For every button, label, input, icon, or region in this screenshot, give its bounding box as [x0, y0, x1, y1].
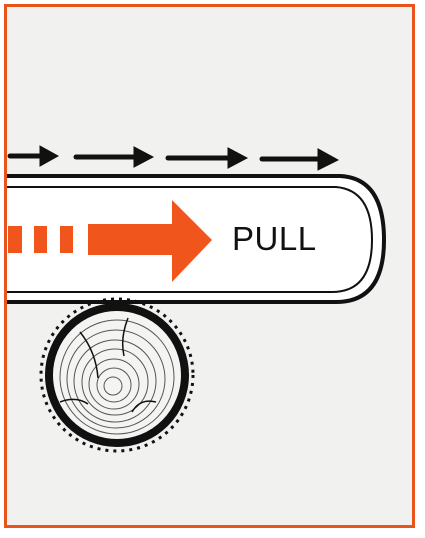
log-icon [39, 297, 195, 453]
chain-arrow-3 [165, 147, 249, 169]
guide-bar-inner-edge [7, 186, 374, 293]
pull-arrow [8, 200, 212, 282]
chain-arrow-2 [73, 146, 155, 168]
chain-arrow-4 [259, 148, 340, 171]
chain-arrows [7, 145, 340, 171]
chain-arrow-1 [7, 145, 60, 167]
pull-label: PULL [232, 220, 317, 257]
